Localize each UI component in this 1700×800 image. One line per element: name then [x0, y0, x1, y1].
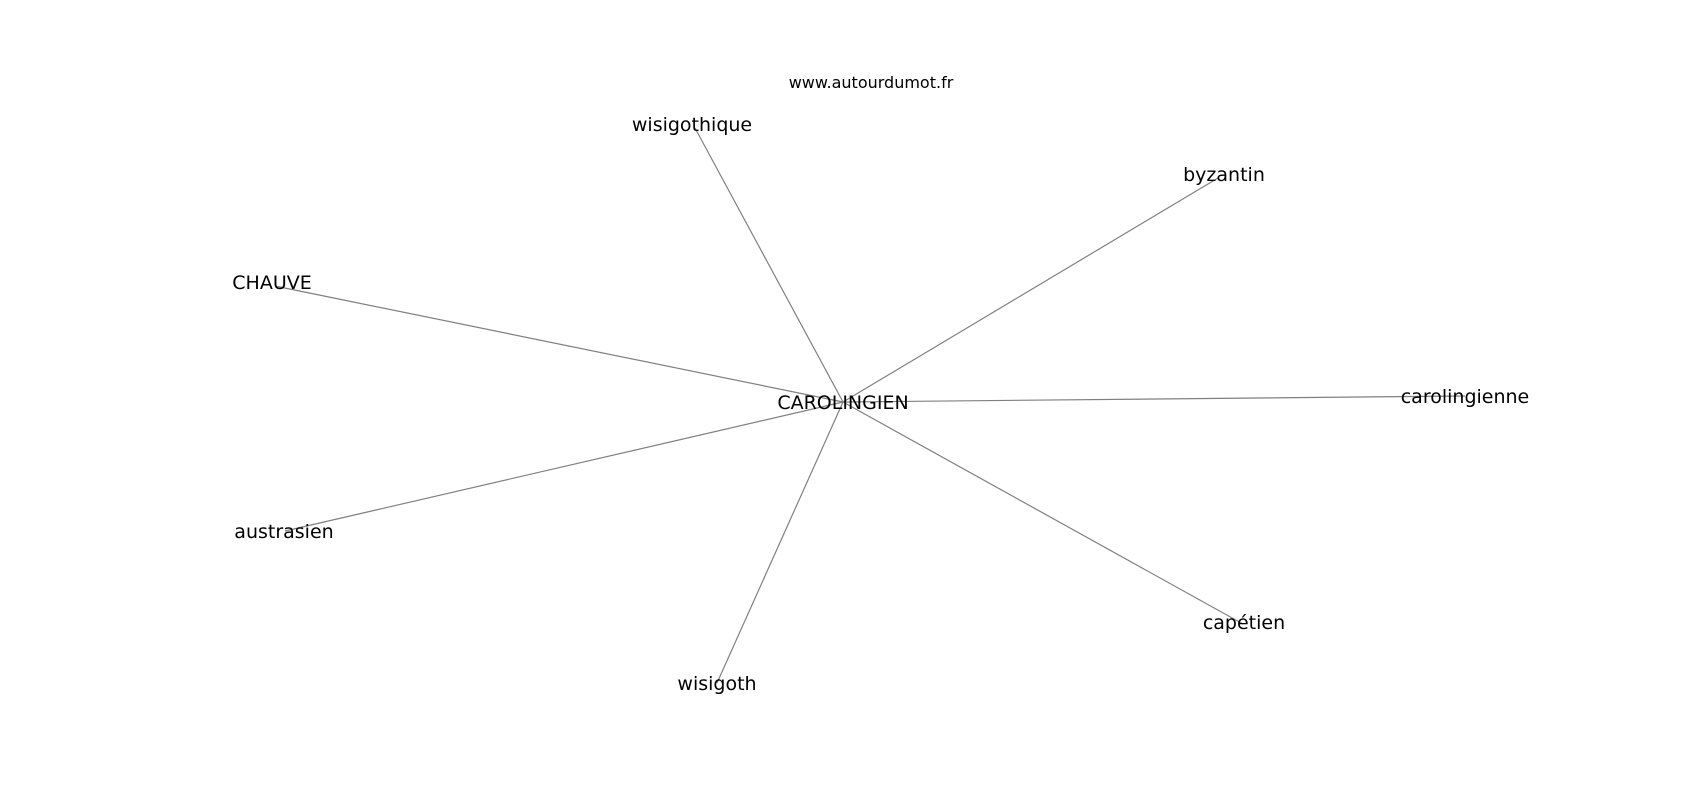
labels: www.autourdumot.fr CAROLINGIEN wisigothi…: [232, 73, 1529, 695]
edge-carolingienne: [842, 395, 1466, 403]
edge-byzantin: [842, 177, 1219, 403]
node-wisigoth: wisigoth: [677, 673, 756, 695]
watermark-text: www.autourdumot.fr: [789, 73, 954, 92]
node-capetien: capétien: [1203, 612, 1285, 634]
edge-capetien: [842, 401, 1244, 625]
node-carolingienne: carolingienne: [1401, 386, 1530, 408]
edge-wisigothique: [694, 127, 844, 403]
edges: [274, 127, 1466, 684]
edge-chauve: [274, 285, 844, 403]
node-center: CAROLINGIEN: [777, 392, 908, 414]
node-chauve: CHAUVE: [232, 272, 311, 294]
edge-wisigoth: [716, 401, 844, 684]
node-wisigothique: wisigothique: [632, 114, 752, 136]
edge-austrasien: [284, 401, 844, 532]
node-austrasien: austrasien: [234, 521, 333, 543]
node-byzantin: byzantin: [1183, 164, 1265, 186]
